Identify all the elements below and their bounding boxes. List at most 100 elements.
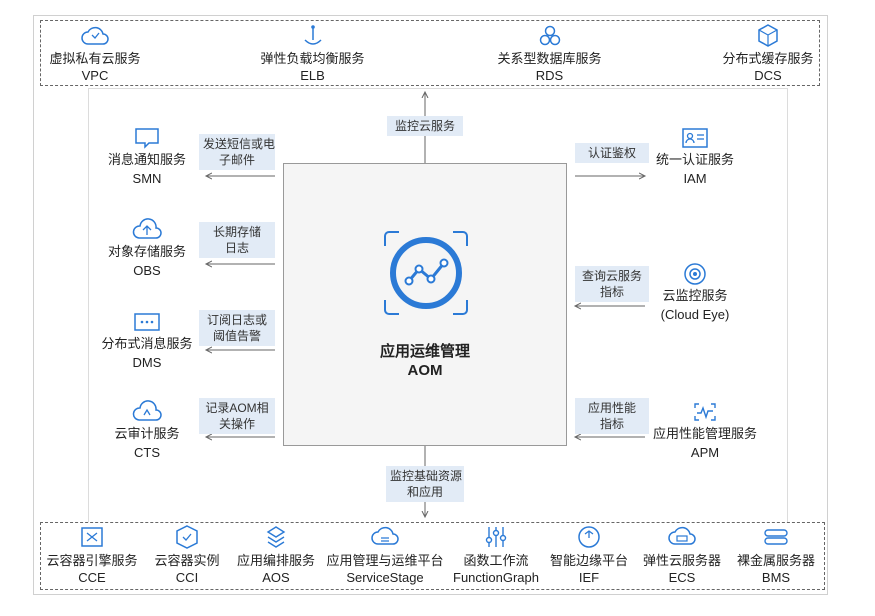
smn-label-line1: 发送短信或电	[203, 137, 276, 151]
message-icon	[135, 128, 159, 149]
smn-label: 发送短信或电 子邮件	[199, 134, 275, 170]
bottom-label-line1: 监控基础资源	[390, 469, 463, 483]
service-iam: 统一认证服务 IAM	[640, 126, 750, 188]
container-engine-icon	[81, 527, 103, 547]
service-vpc: 虚拟私有云服务 VPC	[45, 24, 145, 84]
service-cci: 云容器实例 CCI	[145, 524, 229, 586]
service-functiongraph: 函数工作流 FunctionGraph	[446, 524, 546, 586]
dms-label-line2: 阈值告警	[212, 329, 261, 343]
service-ief-en: IEF	[578, 570, 600, 585]
edge-platform-icon	[578, 526, 600, 548]
container-instance-icon	[176, 525, 198, 549]
service-iam-cn: 统一认证服务	[655, 152, 734, 167]
cloudeye-label-line2: 指标	[599, 285, 624, 299]
service-dms: 分布式消息服务 DMS	[92, 310, 202, 372]
service-obs-cn: 对象存储服务	[107, 244, 186, 259]
service-dcs: 分布式缓存服务 DCS	[718, 24, 818, 84]
service-cts-en: CTS	[134, 445, 160, 460]
service-cloudeye: 云监控服务 (Cloud Eye)	[640, 262, 750, 324]
bottom-label: 监控基础资源 和应用	[386, 466, 464, 502]
orchestration-icon	[266, 526, 286, 548]
service-dms-en: DMS	[132, 355, 162, 370]
service-ief-cn: 智能边缘平台	[549, 553, 628, 568]
service-bms: 裸金属服务器 BMS	[730, 524, 822, 586]
service-elb-en: ELB	[300, 68, 325, 83]
service-ief: 智能边缘平台 IEF	[544, 524, 634, 586]
service-iam-en: IAM	[683, 171, 707, 186]
database-icon	[539, 25, 560, 46]
service-servicestage: 应用管理与运维平台 ServiceStage	[321, 524, 449, 586]
aom-center-box: 应用运维管理 AOM	[283, 163, 567, 446]
service-cce: 云容器引擎服务 CCE	[43, 524, 141, 586]
service-ecs: 弹性云服务器 ECS	[636, 524, 728, 586]
service-rds-en: RDS	[535, 68, 564, 83]
function-graph-icon	[485, 527, 507, 547]
service-servicestage-cn: 应用管理与运维平台	[326, 553, 444, 568]
service-rds: 关系型数据库服务 RDS	[492, 24, 607, 84]
service-bms-cn: 裸金属服务器	[736, 553, 815, 568]
service-aos-cn: 应用编排服务	[236, 553, 315, 568]
service-cce-cn: 云容器引擎服务	[46, 553, 138, 568]
service-cloudeye-cn: 云监控服务	[662, 288, 728, 303]
cts-label-line2: 关操作	[218, 417, 255, 431]
bare-metal-icon	[764, 529, 788, 545]
service-functiongraph-en: FunctionGraph	[453, 570, 539, 585]
apm-label-line1: 应用性能	[587, 401, 636, 415]
identity-icon	[682, 128, 708, 148]
distributed-message-icon	[134, 313, 160, 331]
service-dcs-cn: 分布式缓存服务	[722, 51, 814, 66]
cloudeye-label: 查询云服务 指标	[575, 266, 649, 302]
object-storage-icon	[132, 218, 162, 239]
top-label: 监控云服务	[387, 116, 463, 136]
service-dcs-en: DCS	[754, 68, 782, 83]
cts-label-line1: 记录AOM相	[205, 401, 269, 415]
service-cts: 云审计服务 CTS	[92, 400, 202, 462]
iam-label: 认证鉴权	[575, 143, 649, 163]
service-apm-cn: 应用性能管理服务	[652, 426, 757, 441]
service-cloudeye-en: (Cloud Eye)	[660, 307, 730, 322]
obs-label: 长期存储 日志	[199, 222, 275, 258]
apm-label: 应用性能 指标	[575, 398, 649, 434]
service-elb-cn: 弹性负载均衡服务	[260, 51, 365, 66]
cloud-server-icon	[668, 526, 696, 545]
outer-frame	[33, 15, 828, 595]
cts-label: 记录AOM相 关操作	[199, 398, 275, 434]
iam-label-line1: 认证鉴权	[587, 146, 636, 160]
service-vpc-cn: 虚拟私有云服务	[49, 51, 141, 66]
cloud-audit-icon	[132, 400, 162, 421]
service-rds-cn: 关系型数据库服务	[497, 51, 602, 66]
top-services-row	[40, 20, 820, 86]
center-title: 应用运维管理	[379, 343, 470, 360]
service-obs-en: OBS	[133, 263, 161, 278]
service-apm-en: APM	[690, 445, 720, 460]
service-ecs-cn: 弹性云服务器	[642, 553, 721, 568]
service-elb: 弹性负载均衡服务 ELB	[255, 24, 370, 84]
center-subtitle: AOM	[407, 362, 443, 379]
service-cce-en: CCE	[78, 570, 106, 585]
service-stage-icon	[371, 526, 399, 545]
service-smn-en: SMN	[132, 171, 162, 186]
service-dms-cn: 分布式消息服务	[101, 336, 193, 351]
service-smn-cn: 消息通知服务	[107, 152, 186, 167]
service-apm: 应用性能管理服务 APM	[640, 400, 770, 462]
service-ecs-en: ECS	[668, 570, 696, 585]
service-cci-en: CCI	[175, 570, 199, 585]
service-cci-cn: 云容器实例	[154, 553, 220, 568]
service-smn: 消息通知服务 SMN	[92, 126, 202, 188]
performance-icon	[694, 403, 716, 421]
obs-label-line1: 长期存储	[212, 225, 261, 239]
eye-icon	[684, 263, 706, 285]
service-vpc-en: VPC	[81, 68, 109, 83]
service-servicestage-en: ServiceStage	[346, 570, 424, 585]
service-aos: 应用编排服务 AOS	[232, 524, 320, 586]
bottom-services-row	[40, 522, 825, 590]
aom-chart-icon	[384, 231, 468, 315]
cloud-network-icon	[81, 26, 109, 45]
bottom-label-line2: 和应用	[406, 485, 443, 499]
dms-label-line1: 订阅日志或	[206, 313, 267, 327]
service-obs: 对象存储服务 OBS	[92, 216, 202, 280]
service-bms-en: BMS	[761, 570, 791, 585]
service-functiongraph-cn: 函数工作流	[463, 553, 529, 568]
smn-label-line2: 子邮件	[218, 153, 255, 167]
apm-label-line2: 指标	[599, 417, 624, 431]
